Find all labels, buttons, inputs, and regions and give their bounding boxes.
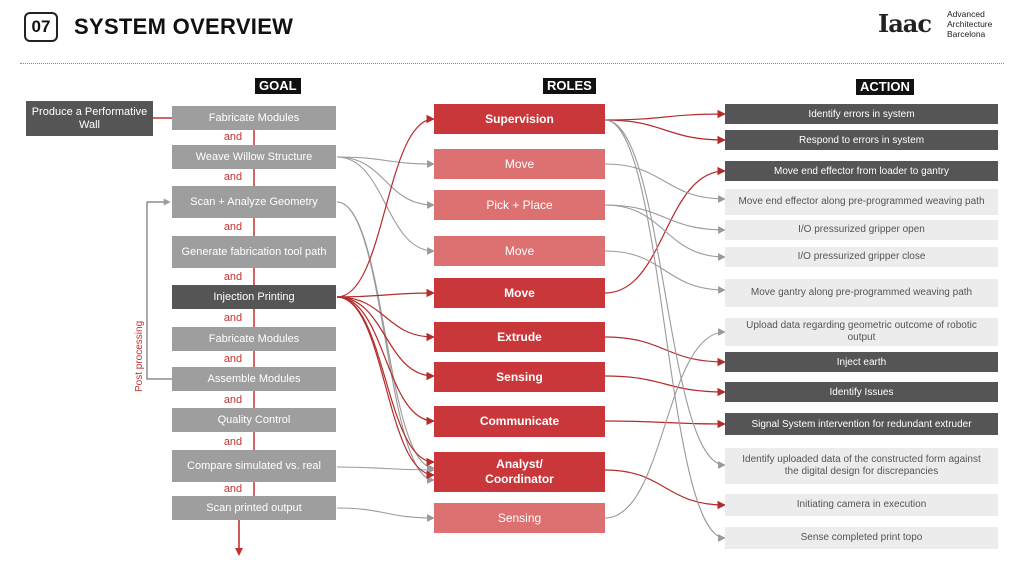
goal-role-link [336,201,435,484]
role-action-link [604,163,726,203]
role-box: Sensing [434,503,605,533]
role-box: Extrude [434,322,605,352]
role-action-link [604,250,726,294]
and-label: and [223,483,243,495]
and-label: and [223,221,243,233]
column-header-goal: GOAL [255,78,301,94]
goal-box: Generate fabrication tool path [172,236,336,268]
main-goal-box: Produce a Performative Wall [26,101,153,136]
role-action-link [604,119,726,145]
goal-role-link [336,156,435,209]
injection-role-link [336,296,435,381]
injection-role-link [336,296,435,426]
action-box: Respond to errors in system [725,130,998,150]
role-action-link [604,419,726,429]
iaac-logo: Iaac [878,9,932,38]
and-label: and [223,131,243,143]
goal-box: Quality Control [172,408,336,432]
role-action-link [604,109,726,121]
logo-line: Barcelona [947,29,986,39]
and-label: and [223,271,243,283]
and-label: and [223,171,243,183]
column-header-action: ACTION [856,79,914,95]
logo-line: Advanced [947,9,985,19]
role-box: Analyst/ Coordinator [434,452,605,492]
page-title: SYSTEM OVERVIEW [74,14,294,39]
role-action-link [604,375,726,397]
role-box: Move [434,149,605,179]
role-action-link [604,336,726,367]
action-box: Inject earth [725,352,998,372]
injection-role-link [336,296,435,342]
goal-box: Fabricate Modules [172,106,336,130]
post-processing-label: Post processing [134,320,145,392]
action-box: I/O pressurized gripper open [725,220,998,240]
injection-role-link [336,296,435,467]
action-box: Identify errors in system [725,104,998,124]
action-box: Signal System intervention for redundant… [725,413,998,435]
role-box: Move [434,278,605,308]
role-box: Move [434,236,605,266]
action-box: I/O pressurized gripper close [725,247,998,267]
role-box: Pick + Place [434,190,605,220]
role-action-link [604,204,726,234]
goal-box: Assemble Modules [172,367,336,391]
goal-box: Fabricate Modules [172,327,336,351]
goal-box: Scan printed output [172,496,336,520]
iaac-logo-text: Advanced Architecture Barcelona [947,9,1017,39]
column-header-roles: ROLES [543,78,596,94]
and-label: and [223,353,243,365]
action-box: Move gantry along pre-programmed weaving… [725,279,998,307]
goal-role-link [336,156,435,168]
role-box: Supervision [434,104,605,134]
and-label: and [223,436,243,448]
goal-box: Injection Printing [172,285,336,309]
role-box: Communicate [434,406,605,437]
goal-box: Compare simulated vs. real [172,450,336,482]
role-action-link [604,119,726,542]
injection-role-link [336,288,435,298]
header-divider [20,63,1004,64]
role-box: Sensing [434,362,605,392]
action-box: Initiating camera in execution [725,494,998,516]
goal-box: Weave Willow Structure [172,145,336,169]
goal-role-link [336,507,435,522]
section-number-badge: 07 [24,12,58,42]
action-box: Upload data regarding geometric outcome … [725,318,998,346]
action-box: Move end effector along pre-programmed w… [725,189,998,215]
goal-box: Scan + Analyze Geometry [172,186,336,218]
injection-role-link [336,114,435,298]
and-label: and [223,312,243,324]
goal-role-link [336,156,435,255]
injection-role-link [336,296,435,480]
action-box: Identify Issues [725,382,998,402]
post-processing-loop [146,198,172,380]
role-action-link [604,328,726,519]
role-action-link [604,469,726,510]
role-action-link [604,119,726,469]
logo-line: Architecture [947,19,993,29]
role-action-link [604,166,726,294]
role-action-link [604,204,726,261]
and-label: and [223,394,243,406]
action-box: Sense completed print topo [725,527,998,549]
action-box: Move end effector from loader to gantry [725,161,998,181]
action-box: Identify uploaded data of the constructe… [725,448,998,484]
